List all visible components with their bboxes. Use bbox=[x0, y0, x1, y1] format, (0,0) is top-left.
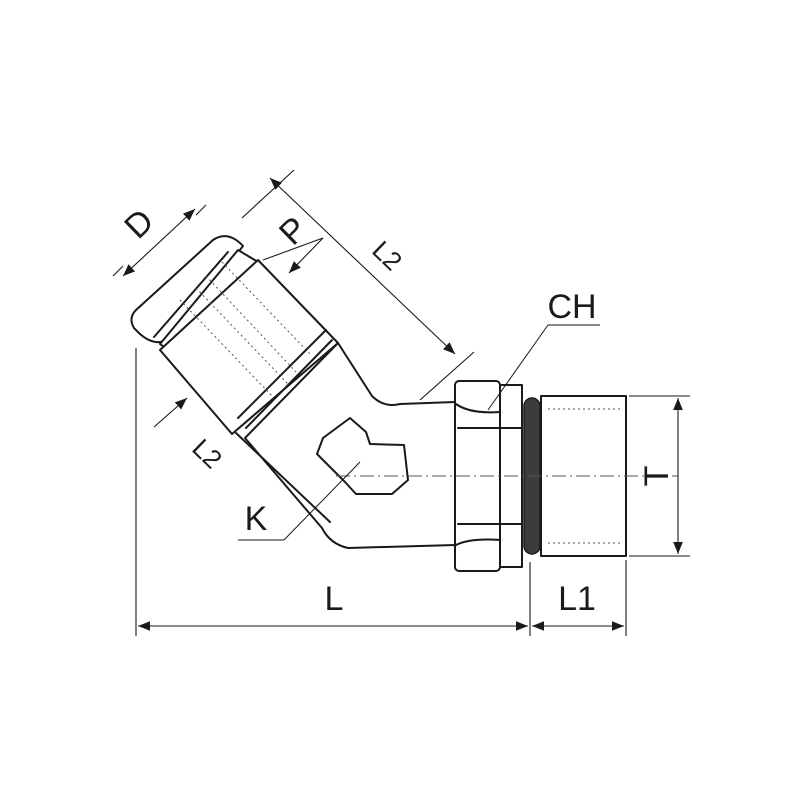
elbow-outer-edge-line bbox=[235, 432, 331, 523]
dimension-t bbox=[629, 395, 690, 557]
ch-leader bbox=[487, 324, 600, 411]
label-d: D bbox=[117, 202, 161, 246]
hex-nut bbox=[454, 380, 523, 572]
dimension-d bbox=[112, 204, 207, 277]
label-l1: L1 bbox=[558, 580, 596, 618]
dimension-p bbox=[262, 237, 324, 274]
label-l2-top: L2 bbox=[366, 235, 408, 277]
k-leader bbox=[238, 461, 361, 541]
internal-hex-socket bbox=[316, 417, 409, 495]
dimension-l2-side bbox=[153, 397, 188, 428]
label-l: L bbox=[325, 580, 344, 618]
label-k: K bbox=[245, 500, 268, 538]
label-p: P bbox=[272, 210, 315, 253]
dimension-l-l1 bbox=[135, 348, 627, 636]
label-ch: CH bbox=[547, 288, 596, 326]
label-l2-side: L2 bbox=[186, 433, 228, 475]
dimension-l2-top bbox=[241, 169, 475, 401]
label-t: T bbox=[638, 466, 676, 487]
